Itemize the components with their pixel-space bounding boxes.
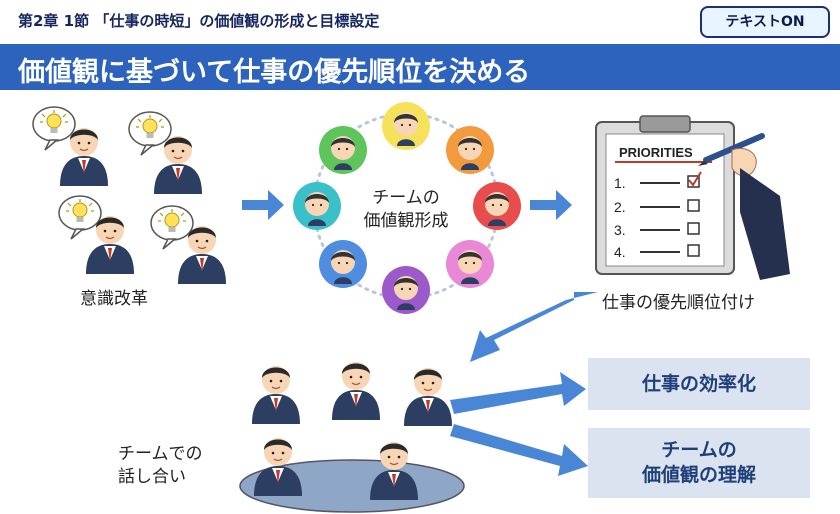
result-understanding-line1: チームの <box>661 439 737 462</box>
result-understanding-box: チームの 価値観の理解 <box>588 428 810 498</box>
result-efficiency-box: 仕事の効率化 <box>588 358 810 410</box>
header-bar: 第2章 1節 「仕事の時短」の価値観の形成と目標設定 テキストON <box>0 0 840 44</box>
list-number-1: 1. <box>614 175 626 191</box>
arrow-to-efficiency <box>450 372 586 414</box>
clipboard-heading: PRIORITIES <box>619 145 693 160</box>
team-circle <box>293 102 521 314</box>
priorities-clipboard: PRIORITIES 1. 2. 3. 4. <box>595 115 735 275</box>
arrow-to-understanding <box>450 424 588 476</box>
center-line2: 価値観形成 <box>363 211 449 231</box>
arrow-right-1 <box>242 190 284 220</box>
result-efficiency-label: 仕事の効率化 <box>641 372 756 395</box>
title-banner: 価値観に基づいて仕事の優先順位を決める <box>0 44 840 90</box>
arrow-right-2 <box>530 190 572 220</box>
text-on-button[interactable]: テキストON <box>700 6 830 38</box>
meeting-caption-line1: チームでの <box>118 444 203 464</box>
meeting-group <box>239 361 465 513</box>
slide-title: 価値観に基づいて仕事の優先順位を決める <box>18 57 531 88</box>
chapter-title: 第2章 1節 「仕事の時短」の価値観の形成と目標設定 <box>18 12 380 30</box>
result-understanding-line2: 価値観の理解 <box>641 464 756 486</box>
arrow-diagonal <box>470 292 598 362</box>
left-caption: 意識改革 <box>80 289 148 309</box>
list-number-2: 2. <box>614 199 626 215</box>
priorities-caption: 仕事の優先順位付け <box>602 293 755 313</box>
list-number-3: 3. <box>614 222 626 238</box>
hand-with-pen <box>698 133 790 280</box>
list-number-4: 4. <box>614 244 626 260</box>
left-individuals-group <box>32 106 227 285</box>
meeting-caption-line2: 話し合い <box>118 467 186 487</box>
center-line1: チームの <box>372 188 440 208</box>
